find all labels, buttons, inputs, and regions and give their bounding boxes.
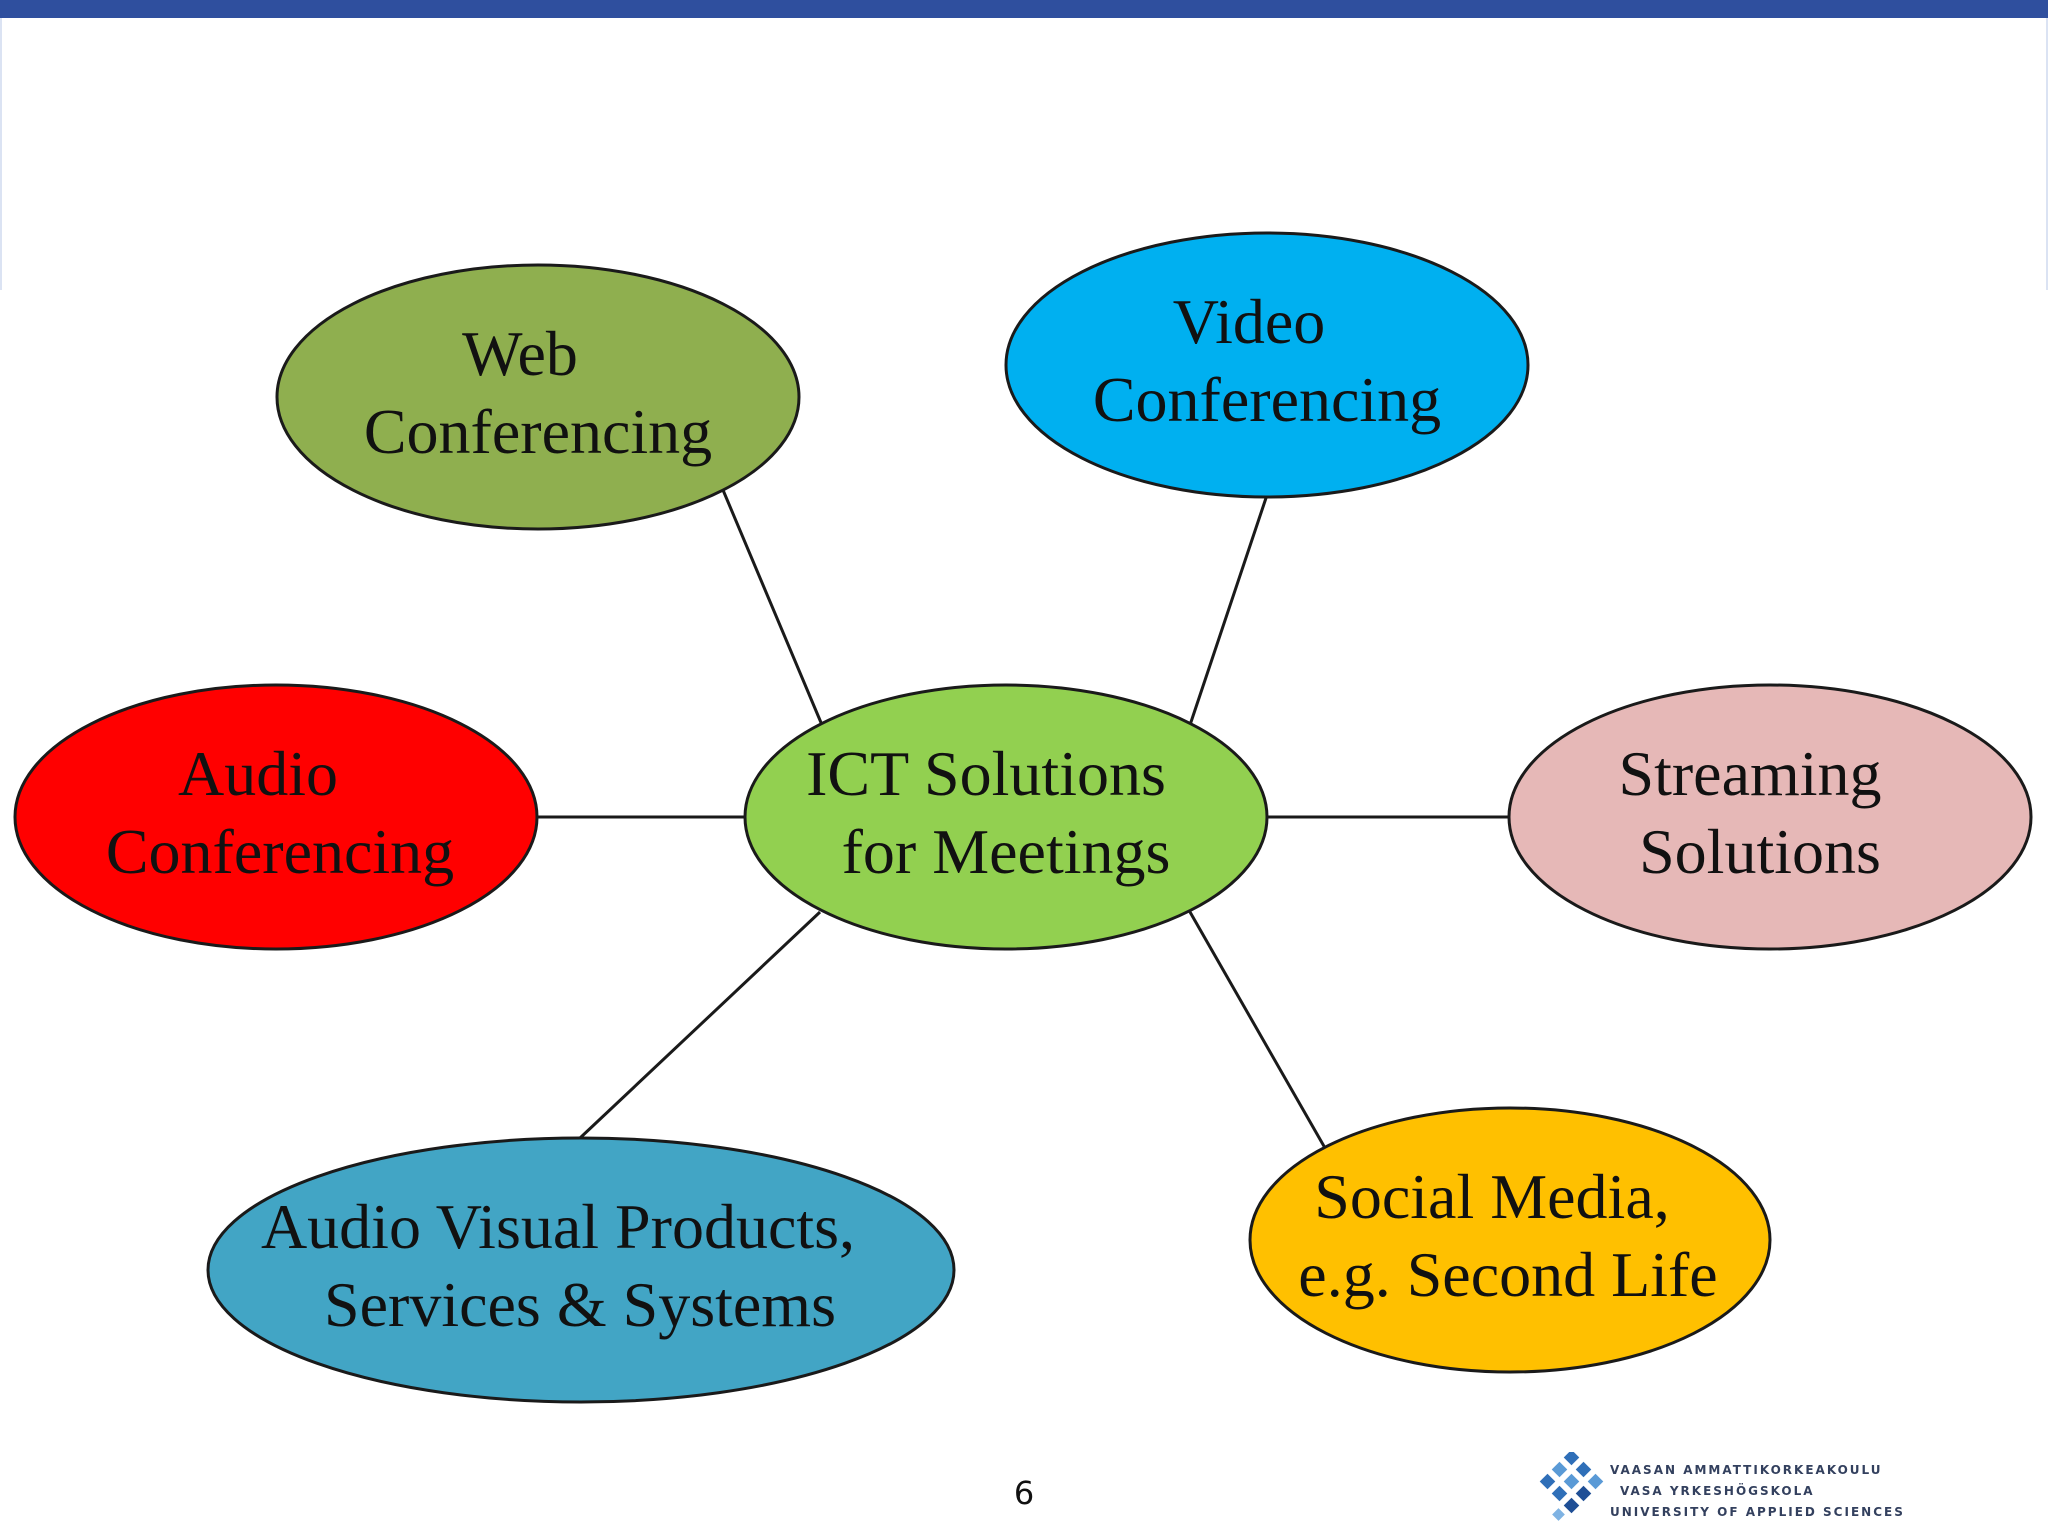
node-audio-visual-products-line-1: Audio Visual Products, [261, 1191, 855, 1262]
node-streaming-solutions-line-2: Solutions [1639, 816, 1881, 887]
node-audio-conferencing-line-2: Conferencing [106, 816, 454, 887]
svg-text:Social Media, e.g. Secon: Social Media, e.g. Second Life [1298, 1161, 1717, 1310]
node-audio-visual-products: Audio Visual Products, Services & System… [206, 1136, 956, 1404]
node-center-line-1: ICT Solutions [806, 738, 1166, 809]
svg-text:Audio Conferencing: Audio Conferencing [106, 738, 454, 887]
node-audio-conferencing-line-1: Audio [178, 738, 338, 809]
node-social-media: Social Media, e.g. Second Life [1248, 1106, 1772, 1374]
connector-web-conferencing [721, 489, 824, 726]
node-streaming-solutions: Streaming Solutions [1507, 683, 2033, 951]
node-audio-conferencing: Audio Conferencing [13, 683, 539, 951]
node-social-media-line-2: e.g. Second Life [1298, 1239, 1717, 1310]
node-center: ICT Solutions for Meetings [743, 683, 1269, 951]
node-video-conferencing-line-1: Video [1173, 286, 1326, 357]
page-number: 6 [1013, 1474, 1035, 1512]
slide-right-edge [2046, 18, 2048, 290]
node-video-conferencing: Video Conferencing [1004, 231, 1530, 499]
node-audio-visual-products-line-2: Services & Systems [324, 1269, 836, 1340]
node-video-conferencing-line-2: Conferencing [1093, 364, 1441, 435]
logo-line-3: UNIVERSITY OF APPLIED SCIENCES [1610, 1505, 1905, 1519]
svg-text:ICT Solutions for Meetin: ICT Solutions for Meetings [806, 738, 1182, 887]
node-web-conferencing: Web Conferencing [275, 263, 801, 531]
node-center-line-2: for Meetings [842, 816, 1171, 887]
connector-social-media [1188, 911, 1327, 1149]
university-logo: VAASAN AMMATTIKORKEAKOULU VASA YRKESHÖGS… [1536, 1452, 1936, 1524]
diamond-grid-logo-icon [1539, 1452, 1604, 1521]
node-web-conferencing-line-2: Conferencing [364, 396, 712, 467]
connector-audio-visual-products [578, 910, 822, 1140]
logo-line-1: VAASAN AMMATTIKORKEAKOULU [1610, 1463, 1883, 1477]
connector-video-conferencing [1188, 497, 1268, 726]
svg-text:Streaming Solutions: Streaming Solutions [1618, 738, 1897, 887]
logo-text: VAASAN AMMATTIKORKEAKOULU VASA YRKESHÖGS… [1610, 1460, 1905, 1523]
node-web-conferencing-line-1: Web [462, 318, 578, 389]
node-social-media-line-1: Social Media, [1314, 1161, 1669, 1232]
svg-text:Video Conferencing: Video Conferencing [1093, 286, 1441, 435]
svg-text:Web Conferencing: Web Conferencing [364, 318, 712, 467]
node-streaming-solutions-line-1: Streaming [1618, 738, 1881, 809]
top-accent-bar [0, 0, 2048, 18]
svg-text:Audio Visual Products, S: Audio Visual Products, Services & System… [261, 1191, 871, 1340]
logo-line-2: VASA YRKESHÖGSKOLA [1620, 1484, 1815, 1498]
connectors [537, 489, 1510, 1149]
slide-left-edge [0, 18, 2, 290]
